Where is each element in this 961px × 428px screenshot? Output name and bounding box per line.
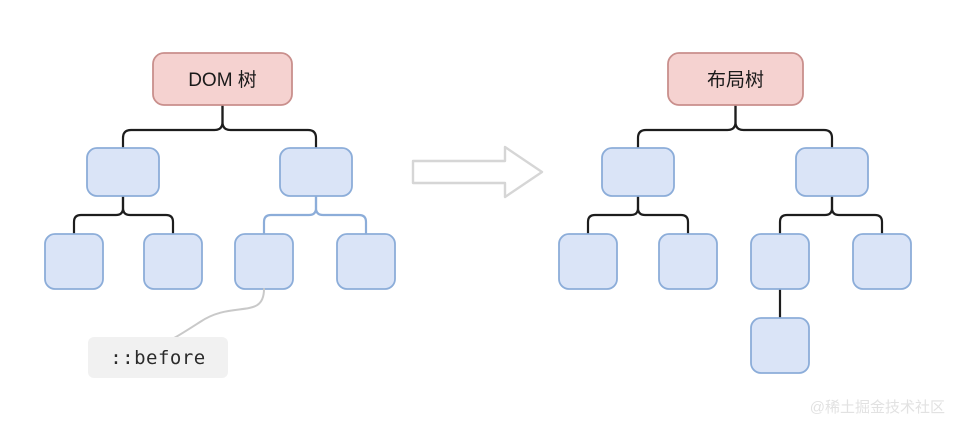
watermark-label: @稀土掘金技术社区 [810, 399, 945, 416]
edge-dom-l2a-to-l3a [72, 194, 125, 236]
dom-tree-node-l2-b [279, 147, 353, 197]
layout-tree-node-l3-b [658, 233, 718, 290]
edge-layout-l2a-to-l3b [636, 194, 690, 236]
layout-tree-root-label: 布局树 [707, 69, 764, 91]
layout-tree-root-node: 布局树 [667, 52, 804, 106]
layout-tree-node-l4-a [750, 317, 810, 374]
edge-dom-l2b-to-l3d [314, 194, 368, 236]
dom-tree-node-l3-c [234, 233, 294, 290]
edge-layout-l2a-to-l3a [586, 194, 640, 236]
layout-tree-node-l3-a [558, 233, 618, 290]
right-arrow-icon [411, 145, 544, 199]
dom-tree-node-l3-a [44, 233, 104, 290]
layout-tree-node-l2-a [601, 147, 675, 197]
edge-layout-root-to-l2a [636, 103, 737, 150]
pseudo-element-label: ::before [110, 347, 206, 369]
transform-arrow [411, 145, 544, 199]
dom-tree-root-node: DOM 树 [152, 52, 293, 106]
layout-tree-node-l3-c [750, 233, 810, 290]
edge-dom-l2b-to-l3c [262, 194, 318, 236]
dom-tree-group: DOM 树 ::before [44, 52, 396, 378]
edge-layout-l2b-to-l3d [830, 194, 884, 236]
pseudo-element-box [88, 337, 228, 378]
dom-tree-node-l3-d [336, 233, 396, 290]
edge-dom-root-to-l2b [221, 103, 318, 150]
layout-tree-root-box [667, 52, 804, 106]
pseudo-element-callout-curve [161, 288, 265, 344]
dom-tree-node-l3-b [143, 233, 203, 290]
edge-dom-root-to-l2a [121, 103, 224, 150]
pseudo-element-annotation: ::before [88, 337, 228, 378]
edge-layout-root-to-l2b [734, 103, 834, 150]
dom-tree-root-box [152, 52, 293, 106]
layout-tree-node-l3-d [852, 233, 912, 290]
edge-dom-l2a-to-l3b [121, 194, 175, 236]
edge-layout-l2b-to-l3c [778, 194, 834, 236]
dom-tree-root-label: DOM 树 [188, 69, 257, 91]
dom-tree-node-l2-a [86, 147, 160, 197]
layout-tree-node-l2-b [795, 147, 869, 197]
layout-tree-group: 布局树 [558, 52, 912, 374]
